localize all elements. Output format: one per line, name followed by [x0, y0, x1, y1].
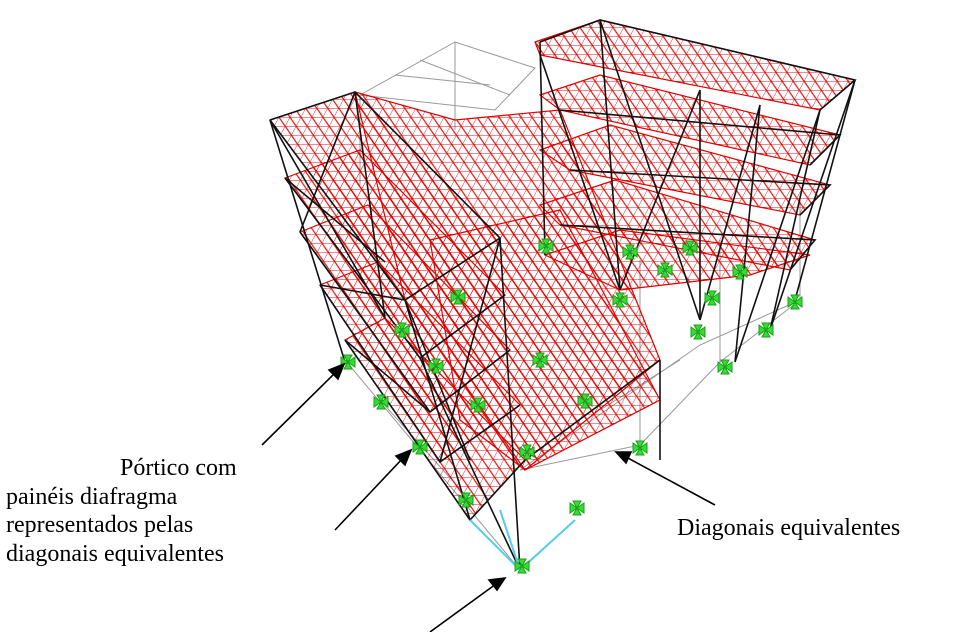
- support-node: [532, 352, 548, 368]
- portico-label-line-2: painéis diafragma: [6, 484, 178, 510]
- support-node: [569, 500, 585, 516]
- structural-frame: [269, 19, 857, 571]
- support-node: [732, 264, 748, 280]
- annotation-arrows: [261, 362, 716, 632]
- portico-label-line-3: representados pelas: [6, 512, 194, 538]
- support-node: [787, 294, 803, 310]
- support-node: [657, 262, 673, 278]
- support-node: [450, 289, 466, 305]
- support-node: [373, 394, 389, 410]
- support-node: [394, 322, 410, 338]
- support-node: [704, 290, 720, 306]
- slab-mesh-front-block: [354, 91, 661, 471]
- diagonais-label: Diagonais equivalentes: [677, 515, 901, 541]
- support-node: [758, 322, 774, 338]
- portico-label-line-4: diagonais equivalentes: [6, 541, 224, 567]
- portico-label-line-1: Pórtico com: [120, 455, 237, 481]
- support-node: [428, 358, 444, 374]
- support-node: [538, 238, 554, 254]
- support-node: [412, 439, 428, 455]
- support-node: [612, 292, 628, 308]
- support-node: [470, 397, 486, 413]
- support-node: [458, 492, 474, 508]
- support-node: [632, 440, 648, 456]
- support-node: [682, 240, 698, 256]
- support-node: [577, 393, 593, 409]
- support-node: [622, 244, 638, 260]
- support-node: [514, 558, 530, 574]
- support-node: [717, 359, 733, 375]
- support-node: [690, 324, 706, 340]
- support-node: [519, 444, 535, 460]
